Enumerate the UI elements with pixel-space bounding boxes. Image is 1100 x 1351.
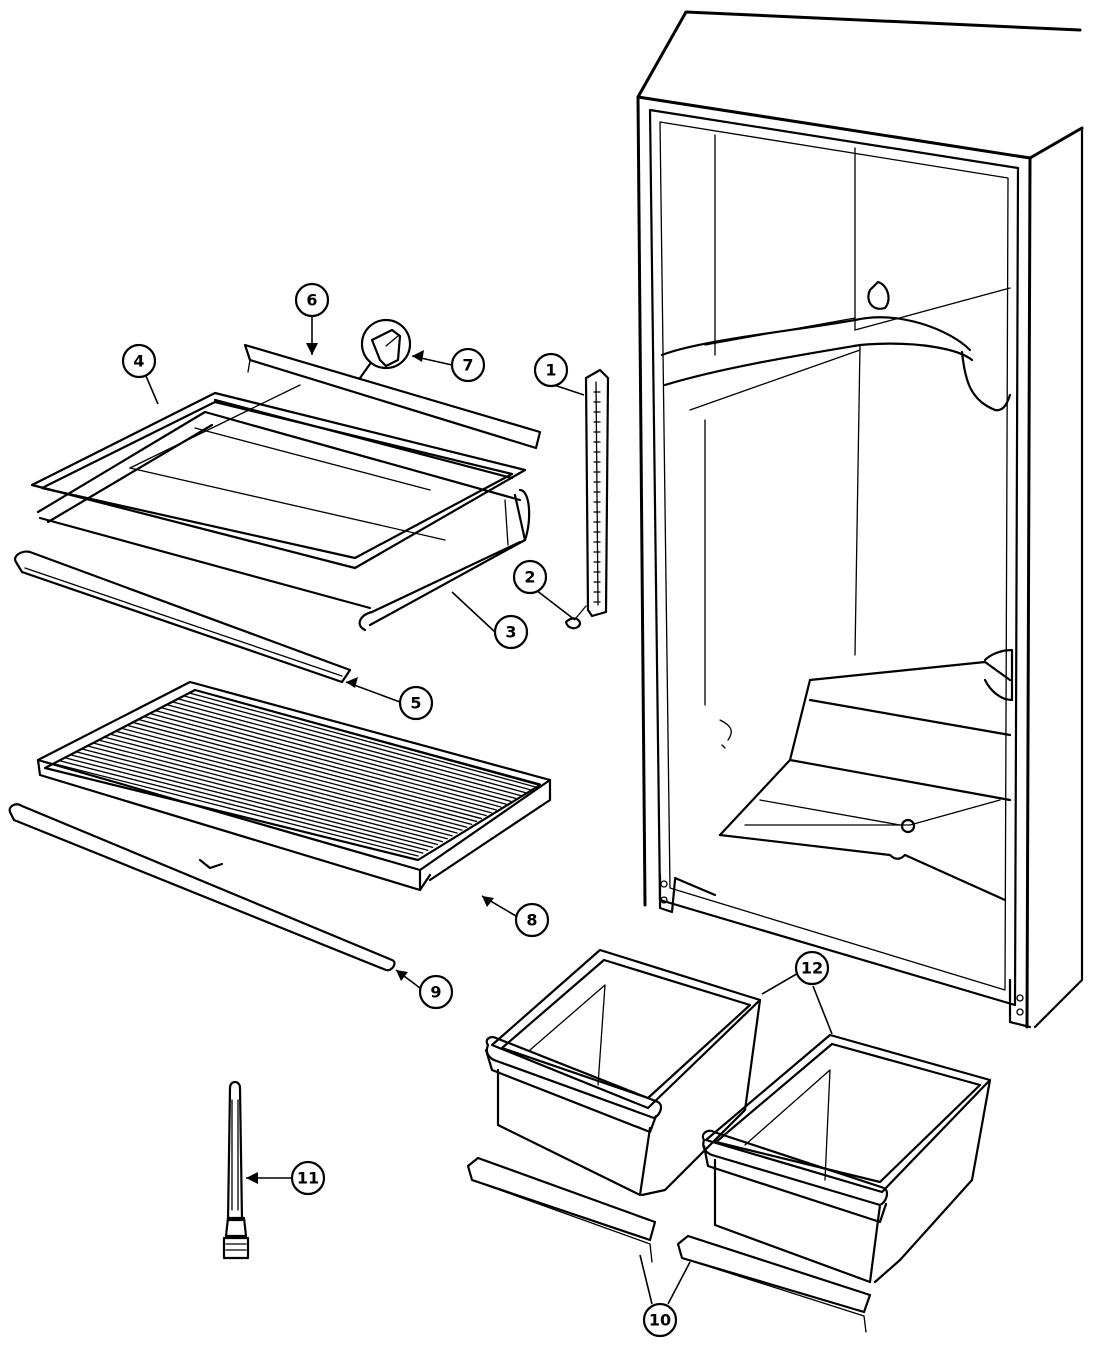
svg-text:11: 11	[297, 1169, 319, 1188]
wire-rib	[143, 715, 497, 811]
callout-9: 9	[418, 974, 454, 1010]
wire-rib	[76, 751, 439, 846]
callout-2: 2	[512, 559, 548, 595]
wire-rib	[121, 727, 478, 823]
crisper-slide-rails	[466, 1156, 872, 1333]
wire-rib	[99, 739, 458, 834]
svg-text:9: 9	[430, 983, 441, 1002]
wire-rib	[127, 724, 483, 820]
wire-rib	[93, 742, 453, 837]
callout-10: 10	[642, 1302, 678, 1338]
glass-shelf-assembly	[14, 343, 542, 684]
callout-1: 1	[533, 352, 569, 388]
callout-6: 6	[294, 282, 330, 318]
wire-rib	[87, 745, 448, 840]
svg-text:5: 5	[410, 694, 421, 713]
callout-8: 8	[514, 902, 550, 938]
wire-rib	[54, 763, 419, 857]
wire-rib	[104, 736, 463, 831]
callout-11: 11	[290, 1160, 326, 1196]
wire-rib	[177, 698, 527, 794]
wire-rib	[171, 701, 522, 797]
wire-rib	[188, 692, 536, 788]
crisper-drawer-left	[484, 948, 762, 1197]
wire-rib	[149, 713, 502, 808]
svg-text:2: 2	[524, 568, 535, 587]
svg-text:4: 4	[133, 352, 144, 371]
svg-text:1: 1	[545, 361, 556, 380]
wire-rib	[160, 707, 512, 802]
wire-rib	[166, 704, 517, 800]
svg-text:6: 6	[306, 291, 317, 310]
wire-rib	[115, 730, 473, 825]
svg-text:12: 12	[801, 959, 823, 978]
wire-rib	[65, 757, 429, 851]
callout-3: 3	[493, 614, 529, 650]
wire-rib	[132, 721, 487, 817]
svg-text:7: 7	[462, 356, 473, 375]
wire-rib	[82, 748, 444, 843]
wire-shelf	[8, 680, 552, 972]
callout-4: 4	[121, 343, 157, 379]
svg-text:8: 8	[526, 911, 537, 930]
wire-rib	[71, 754, 434, 849]
wire-rib	[194, 689, 541, 785]
wire-rib	[138, 718, 492, 814]
callout-5: 5	[398, 685, 434, 721]
shelf-support-rail	[584, 368, 610, 618]
cold-control-probe	[222, 1080, 250, 1260]
svg-text:3: 3	[505, 623, 516, 642]
callout-12: 12	[794, 950, 830, 986]
wire-rib	[183, 695, 531, 791]
refrigerator-cabinet	[636, 10, 1084, 1029]
shelf-support-screw	[564, 605, 587, 630]
rail-slots	[593, 391, 601, 603]
wire-rib	[59, 760, 424, 854]
shelf-clip	[358, 318, 412, 380]
callout-7: 7	[450, 347, 486, 383]
svg-text:10: 10	[649, 1311, 671, 1330]
wire-shelf-ribs	[54, 689, 541, 857]
leader-lines	[145, 316, 833, 1305]
wire-rib	[110, 733, 468, 828]
crisper-drawer-right	[701, 1033, 992, 1284]
wire-rib	[155, 710, 507, 805]
